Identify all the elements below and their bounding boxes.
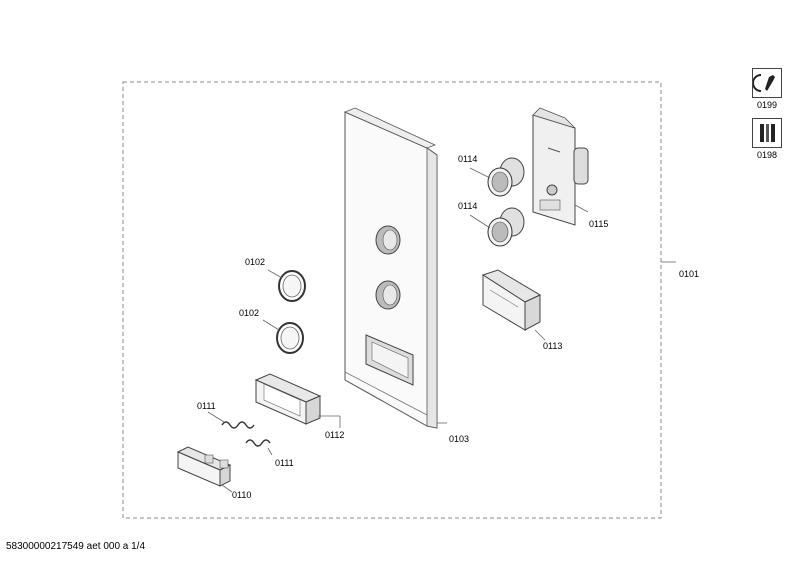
callout-0112[interactable]: 0112 — [325, 430, 344, 440]
knob-part-upper[interactable] — [487, 157, 525, 197]
callout-0103[interactable]: 0103 — [449, 434, 469, 444]
tools-icon[interactable] — [752, 118, 782, 148]
wrench-icon-label: 0199 — [756, 100, 778, 110]
spring-part-lower[interactable] — [245, 439, 271, 447]
callout-0102-lower[interactable]: 0102 — [239, 308, 259, 318]
document-id: 58300000217549 aet 000 a 1/4 — [6, 541, 146, 552]
button-housing-part[interactable] — [254, 373, 322, 425]
handle-part[interactable] — [481, 269, 542, 331]
callout-0111-lower[interactable]: 0111 — [275, 458, 294, 468]
timer-module-part[interactable] — [532, 107, 589, 226]
callout-0111-upper[interactable]: 0111 — [197, 401, 216, 411]
callout-0102-upper[interactable]: 0102 — [245, 257, 265, 267]
ring-part-upper[interactable] — [278, 270, 306, 302]
button-part[interactable] — [176, 446, 232, 487]
ring-part-lower[interactable] — [276, 322, 304, 354]
callout-0114-lower[interactable]: 0114 — [458, 201, 477, 211]
tools-icon-label: 0198 — [756, 150, 778, 160]
callout-0114-upper[interactable]: 0114 — [458, 154, 477, 164]
callout-0115[interactable]: 0115 — [589, 219, 608, 229]
callout-0113[interactable]: 0113 — [543, 341, 562, 351]
control-panel-part[interactable] — [343, 107, 438, 429]
callout-0101[interactable]: 0101 — [679, 269, 699, 279]
spring-part-upper[interactable] — [221, 421, 255, 429]
assembly-boundary — [122, 81, 662, 519]
callout-0110[interactable]: 0110 — [232, 490, 251, 500]
wrench-icon[interactable] — [752, 68, 782, 98]
knob-part-lower[interactable] — [487, 207, 525, 247]
